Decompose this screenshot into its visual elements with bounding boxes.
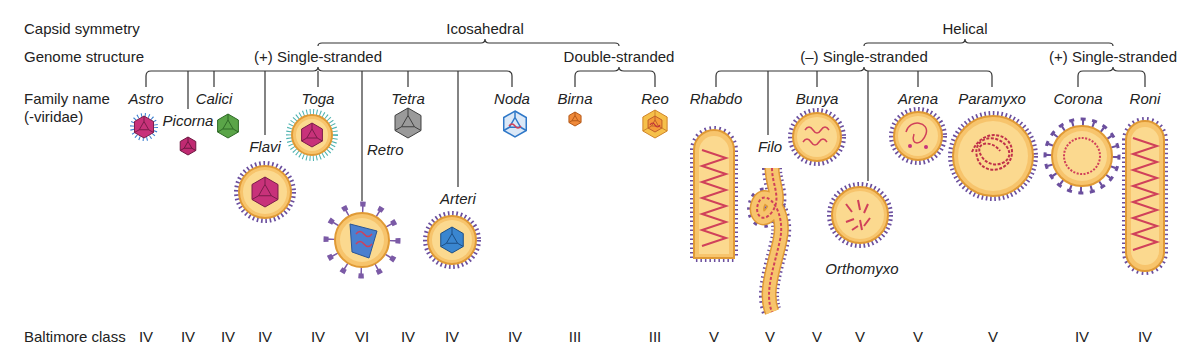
orthomyxo-virion (830, 185, 890, 245)
family-name: Flavi (249, 138, 281, 155)
family-name: Corona (1053, 90, 1102, 107)
baltimore-class: IV (401, 328, 415, 345)
family-name: Rhabdo (690, 90, 743, 107)
family-name: Astro (128, 90, 163, 107)
baltimore-class: V (812, 328, 822, 345)
family-name: Filo (758, 138, 782, 155)
baltimore-class: IV (311, 328, 325, 345)
group-label: (–) Single-stranded (800, 48, 928, 65)
noda-virion (504, 111, 527, 137)
row-heading: Baltimore class (24, 328, 126, 345)
group-label: (+) Single-stranded (1049, 48, 1177, 65)
capsid-bracket (864, 39, 1113, 46)
family-name: Bunya (796, 90, 839, 107)
family-name: Tetra (391, 90, 425, 107)
toga-virion (289, 112, 335, 158)
row-heading: Family name (24, 90, 110, 107)
reo-virion (643, 110, 667, 138)
row-heading: (-viridae) (24, 108, 83, 125)
paramyxo-virion (951, 114, 1035, 198)
family-name: Birna (557, 90, 592, 107)
baltimore-class: V (709, 328, 719, 345)
family-name: Reo (641, 90, 669, 107)
family-branch (575, 76, 655, 87)
arteri-virion (426, 214, 478, 266)
baltimore-class: IV (445, 328, 459, 345)
genome-bracket (716, 67, 992, 76)
family-name: Roni (1130, 90, 1161, 107)
baltimore-class: IV (181, 328, 195, 345)
row-heading: Capsid symmetry (24, 20, 140, 37)
tetra-virion (395, 108, 421, 138)
family-name: Noda (494, 90, 530, 107)
retro-virion (326, 204, 398, 276)
picorna-virion (180, 137, 196, 155)
flavi-virion (237, 164, 293, 220)
group-label: Helical (942, 20, 987, 37)
roni-virion (1126, 121, 1164, 271)
group-label: (+) Single-stranded (254, 48, 382, 65)
family-name: Paramyxo (958, 90, 1026, 107)
baltimore-class: III (569, 328, 582, 345)
baltimore-class: IV (1138, 328, 1152, 345)
group-label: Icosahedral (446, 20, 524, 37)
bunya-virion (791, 111, 843, 163)
family-name: Toga (302, 90, 335, 107)
calici-virion (218, 114, 239, 138)
baltimore-class: V (988, 328, 998, 345)
group-label: Double-stranded (564, 48, 675, 65)
genome-bracket (146, 67, 512, 76)
row-heading: Genome structure (24, 48, 144, 65)
astro-virion (132, 115, 156, 139)
family-branch (146, 71, 512, 201)
filo-virion (757, 168, 781, 312)
birna-virion (569, 112, 581, 126)
baltimore-class: IV (508, 328, 522, 345)
baltimore-class: IV (221, 328, 235, 345)
family-branch (716, 71, 992, 181)
baltimore-class: V (765, 328, 775, 345)
baltimore-class: IV (139, 328, 153, 345)
capsid-bracket (318, 39, 619, 46)
tree-brackets (146, 39, 1145, 201)
baltimore-class: IV (1075, 328, 1089, 345)
family-name: Retro (367, 141, 404, 158)
genome-bracket (1078, 67, 1145, 76)
baltimore-class: IV (258, 328, 272, 345)
genome-bracket (575, 67, 655, 76)
family-name: Arteri (440, 190, 476, 207)
baltimore-class: V (913, 328, 923, 345)
corona-virion (1045, 119, 1119, 193)
family-name: Arena (898, 90, 938, 107)
baltimore-class: III (649, 328, 662, 345)
baltimore-class: V (855, 328, 865, 345)
family-name: Picorna (163, 112, 214, 129)
family-branch (1078, 76, 1145, 87)
rhabdo-virion (694, 130, 734, 258)
arena-virion (892, 110, 944, 162)
baltimore-class: VI (355, 328, 369, 345)
family-name: Calici (196, 90, 233, 107)
family-name: Orthomyxo (825, 260, 898, 277)
